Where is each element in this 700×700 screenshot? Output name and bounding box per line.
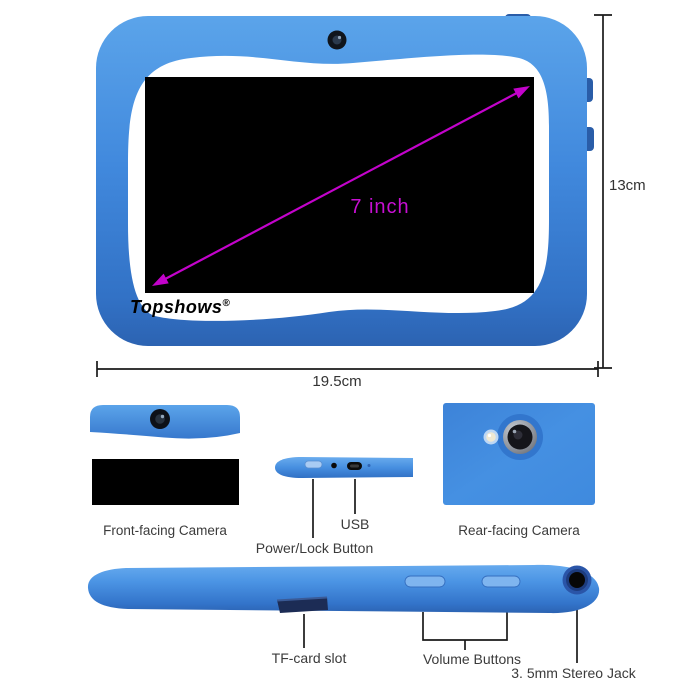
front-camera-detail xyxy=(90,405,240,439)
front-camera-icon xyxy=(327,30,347,50)
registered-mark-icon: ® xyxy=(222,298,231,309)
brand-name: Topshows xyxy=(130,297,223,317)
rear-camera-label: Rear-facing Camera xyxy=(458,523,580,538)
power-label: Power/Lock Button xyxy=(255,540,374,556)
brand-logo: Topshows® xyxy=(130,297,230,318)
power-button xyxy=(304,460,323,469)
width-dimension-label: 19.5cm xyxy=(312,373,362,390)
tf-slot-label: TF-card slot xyxy=(271,650,347,666)
jack-label: 3. 5mm Stereo Jack xyxy=(511,665,636,681)
volume-label: Volume Buttons xyxy=(422,651,522,667)
rear-camera-lens-icon xyxy=(497,414,543,460)
height-dimension-label: 13cm xyxy=(609,177,646,194)
height-dimension-line xyxy=(594,14,612,369)
width-dimension-line xyxy=(96,361,599,377)
headphone-jack-icon xyxy=(562,565,592,595)
usb-port-inner xyxy=(350,464,359,468)
device-bottom-edge xyxy=(87,564,600,614)
volume-button-2 xyxy=(481,575,521,588)
tablet-front-view xyxy=(96,14,594,346)
diagonal-arrow xyxy=(152,86,530,286)
tablet-screen xyxy=(145,77,534,293)
mic-hole-icon xyxy=(331,462,337,469)
device-edge xyxy=(275,457,413,478)
front-screen-strip xyxy=(92,459,239,505)
bottom-edge-detail xyxy=(87,564,600,614)
pinhole-icon xyxy=(367,464,371,467)
diagonal-size-label: 7 inch xyxy=(350,196,410,218)
rear-camera-detail xyxy=(443,403,595,505)
usb-label: USB xyxy=(340,516,370,532)
volume-button-1 xyxy=(404,575,446,588)
front-camera-label: Front-facing Camera xyxy=(103,523,227,538)
tf-card-slot xyxy=(276,596,328,613)
front-camera-lens-icon xyxy=(150,409,170,429)
top-edge-detail xyxy=(275,457,413,478)
volume-callout-bracket xyxy=(422,612,508,650)
flash-icon xyxy=(483,429,499,445)
